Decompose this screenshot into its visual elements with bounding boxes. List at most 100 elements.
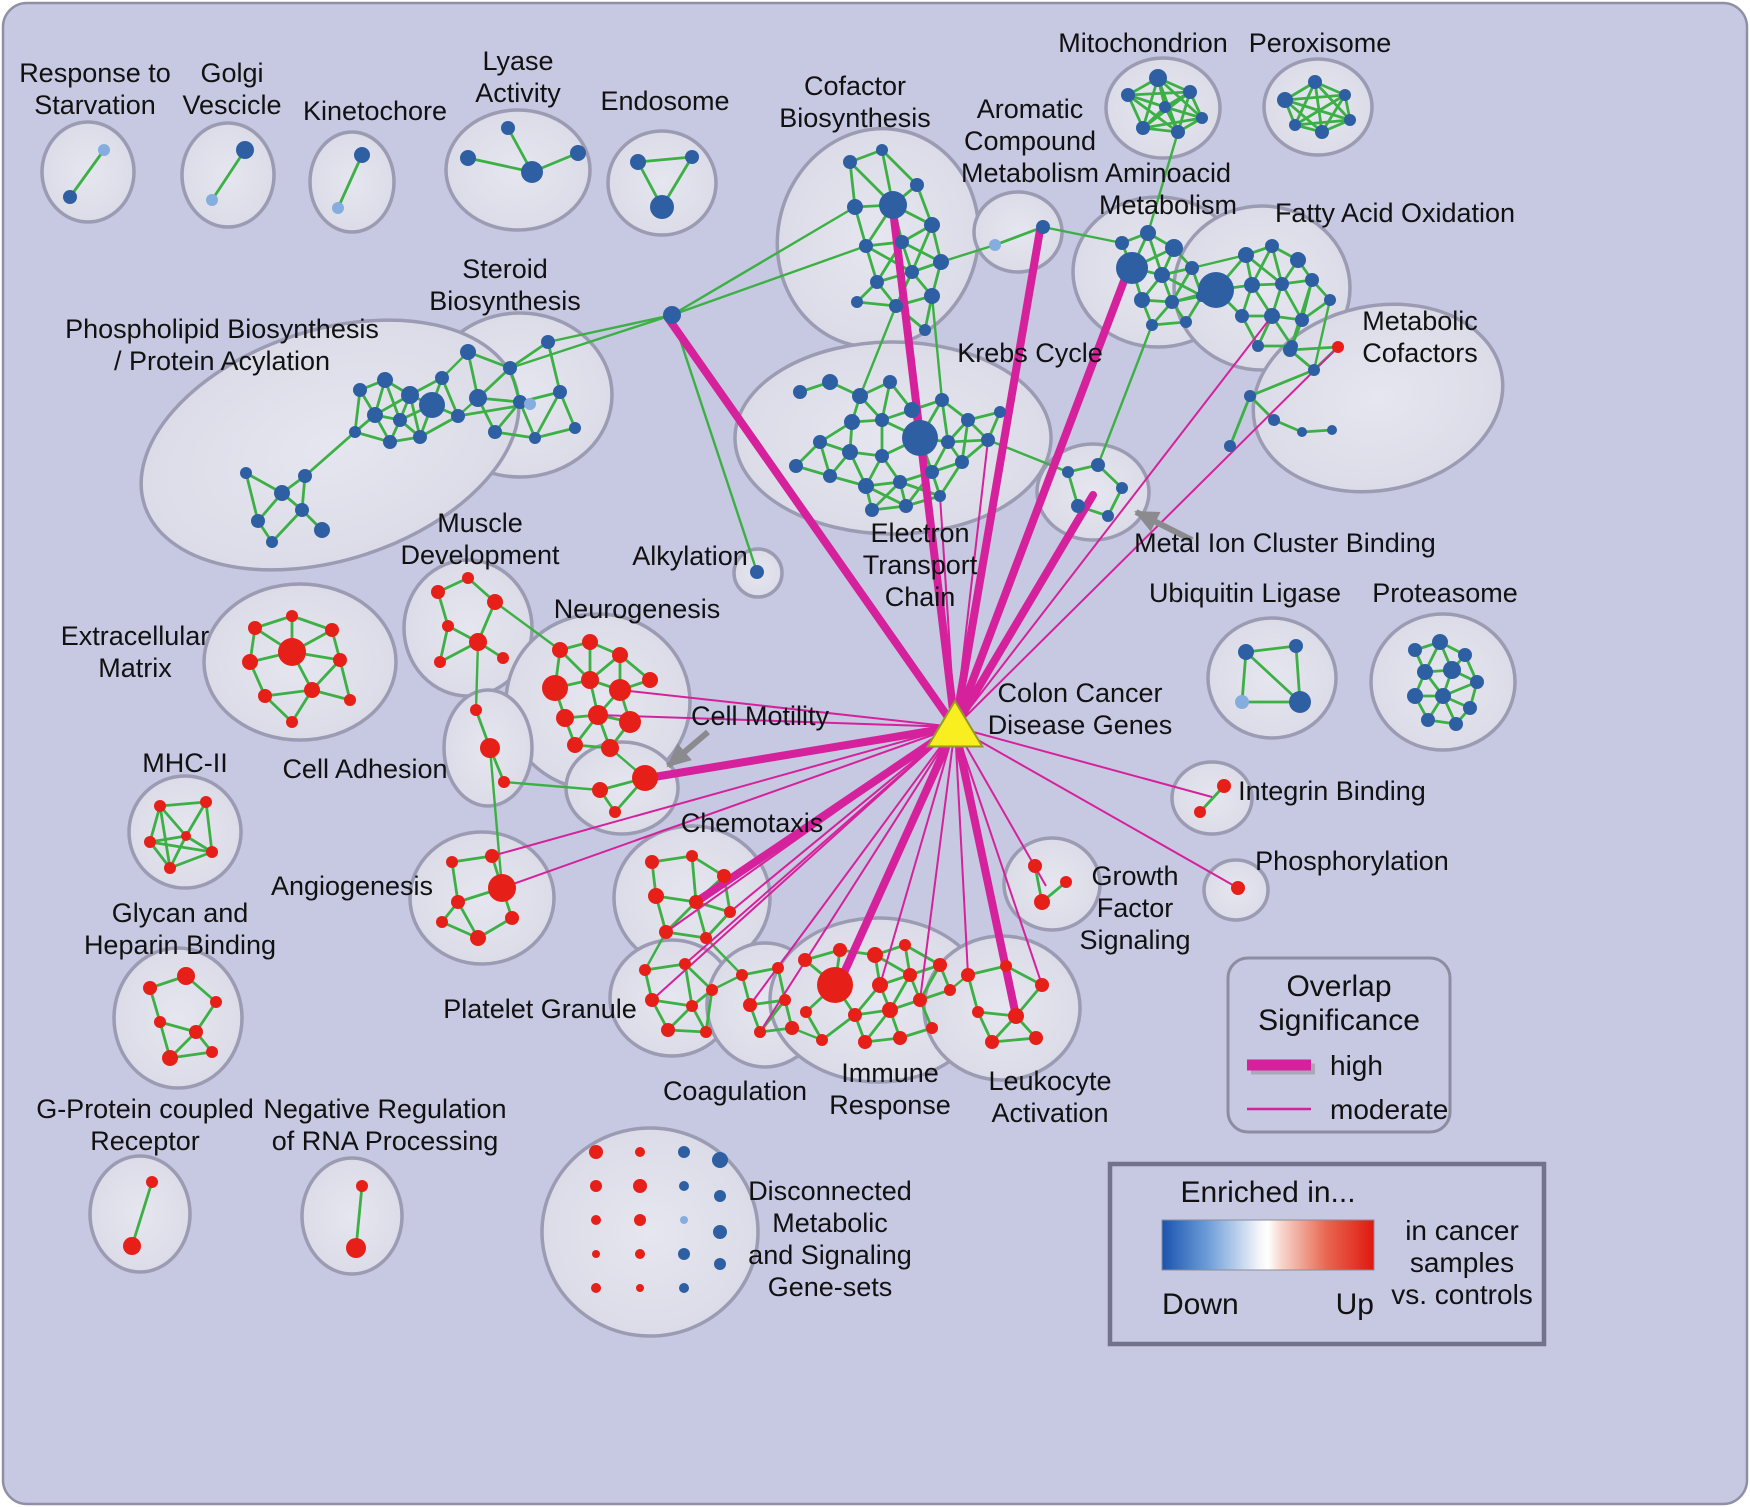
- label-fatty-acid-oxidation: Fatty Acid Oxidation: [1275, 198, 1515, 228]
- gene-set-node: [98, 144, 110, 156]
- label-mitochondrion: Mitochondrion: [1058, 28, 1228, 58]
- inter-cluster-edge: [670, 313, 759, 574]
- gene-set-node: [714, 1258, 726, 1270]
- gene-set-node: [1421, 713, 1435, 727]
- significance-edge-moderate: [954, 726, 1043, 986]
- gene-set-node: [619, 711, 641, 733]
- significance-edge-moderate: [954, 726, 969, 976]
- gene-set-node: [63, 190, 77, 204]
- cluster-krebs-etc: [733, 340, 1053, 536]
- gene-set-edge: [148, 834, 188, 844]
- gene-set-node: [889, 299, 903, 313]
- label-aromatic-compound-metabolism: Compound: [964, 126, 1096, 156]
- label-g-protein-coupled-receptor: G-Protein coupled: [36, 1094, 254, 1124]
- gene-set-node: [469, 389, 487, 407]
- gene-set-node: [143, 981, 157, 995]
- significance-edge-moderate: [749, 726, 956, 1006]
- gene-set-node: [609, 806, 621, 818]
- label-electron-transport-chain: Transport: [863, 550, 978, 580]
- gene-set-node: [612, 647, 628, 663]
- gene-set-node: [274, 485, 290, 501]
- gene-set-node: [601, 739, 619, 757]
- inter-cluster-edge: [1190, 253, 1248, 270]
- label-aromatic-compound-metabolism: Aromatic: [977, 94, 1084, 124]
- gene-set-node: [206, 194, 218, 206]
- gene-set-node: [524, 398, 536, 410]
- gene-set-node: [333, 653, 347, 667]
- gene-set-node: [181, 831, 191, 841]
- significance-edge-moderate: [501, 726, 956, 889]
- gene-set-node: [541, 335, 555, 349]
- gene-set-edge: [336, 153, 364, 210]
- label-electron-transport-chain: Chain: [885, 582, 956, 612]
- gene-set-node: [393, 413, 407, 427]
- gene-set-edge: [354, 1184, 364, 1250]
- inter-cluster-edge: [546, 313, 674, 344]
- gene-set-node: [567, 737, 583, 753]
- gene-set-edge: [303, 430, 357, 478]
- gene-set-node: [442, 620, 454, 632]
- gene-set-node: [189, 1025, 203, 1039]
- gene-set-node: [503, 361, 517, 375]
- legend-layer: Overlap Significance high moderate Enric…: [1107, 956, 1547, 1347]
- inter-cluster-edge: [670, 244, 868, 317]
- significance-edge-moderate: [954, 726, 1047, 887]
- gene-set-node: [630, 154, 646, 170]
- gene-set-node: [941, 435, 955, 449]
- gene-set-edge: [1248, 368, 1316, 398]
- label-krebs-cycle: Krebs Cycle: [957, 338, 1103, 368]
- gene-set-node: [436, 916, 448, 928]
- gene-set-node: [944, 984, 956, 996]
- gene-set-node: [813, 435, 827, 449]
- inter-cluster-edge: [939, 243, 997, 264]
- gene-set-edge: [290, 614, 334, 632]
- gene-set-node: [1060, 876, 1072, 888]
- gene-set-node: [639, 964, 651, 976]
- gene-set-node: [933, 958, 947, 972]
- gene-set-node: [488, 425, 502, 439]
- cluster-angiogenesis: [408, 830, 556, 966]
- gene-set-node: [858, 478, 874, 494]
- gene-set-node: [679, 1283, 689, 1293]
- gene-set-node: [899, 939, 911, 951]
- gene-set-edge: [636, 155, 694, 164]
- inter-cluster-edge: [930, 294, 944, 402]
- gene-set-node: [487, 594, 503, 610]
- gene-set-node: [904, 402, 920, 418]
- gene-set-edge: [1288, 345, 1340, 352]
- gene-set-node: [1252, 340, 1264, 352]
- inter-cluster-edge: [1041, 225, 1124, 245]
- gene-set-node: [899, 499, 913, 513]
- gene-set-node: [349, 426, 361, 438]
- gene-set-node: [1224, 440, 1236, 452]
- cluster-aromatic-compound-metabolism: [972, 190, 1064, 274]
- label-cell-adhesion: Cell Adhesion: [282, 754, 447, 784]
- gene-set-node: [816, 1034, 828, 1046]
- label-platelet-granule: Platelet Granule: [443, 994, 637, 1024]
- gene-set-node: [154, 1016, 166, 1028]
- label-metal-ion-cluster-binding: Metal Ion Cluster Binding: [1134, 528, 1436, 558]
- gene-set-node: [1289, 691, 1311, 713]
- gene-set-node: [793, 385, 807, 399]
- gene-set-node: [383, 435, 397, 449]
- gene-set-node: [248, 621, 262, 635]
- significance-edge-moderate: [491, 726, 956, 857]
- enrichment-up-label: Up: [1336, 1288, 1374, 1321]
- gene-set-node: [1289, 639, 1303, 653]
- significance-edge-high: [951, 226, 1044, 731]
- gene-set-node: [750, 565, 764, 579]
- gene-set-node: [635, 1147, 645, 1157]
- significance-edge-moderate: [684, 726, 956, 965]
- label-growth-factor-signaling: Signaling: [1079, 925, 1190, 955]
- gene-set-edge: [158, 800, 208, 808]
- gene-set-node: [609, 679, 631, 701]
- inter-cluster-edge: [670, 205, 857, 317]
- gene-set-node: [582, 634, 598, 650]
- gene-set-edge: [533, 390, 562, 440]
- significance-edge-moderate: [597, 714, 956, 728]
- gene-set-node: [431, 585, 445, 599]
- gene-set-edge: [1244, 644, 1298, 654]
- label-golgi-vescicle: Vescicle: [182, 90, 281, 120]
- gene-set-node: [488, 874, 516, 902]
- label-leukocyte-activation: Activation: [991, 1098, 1108, 1128]
